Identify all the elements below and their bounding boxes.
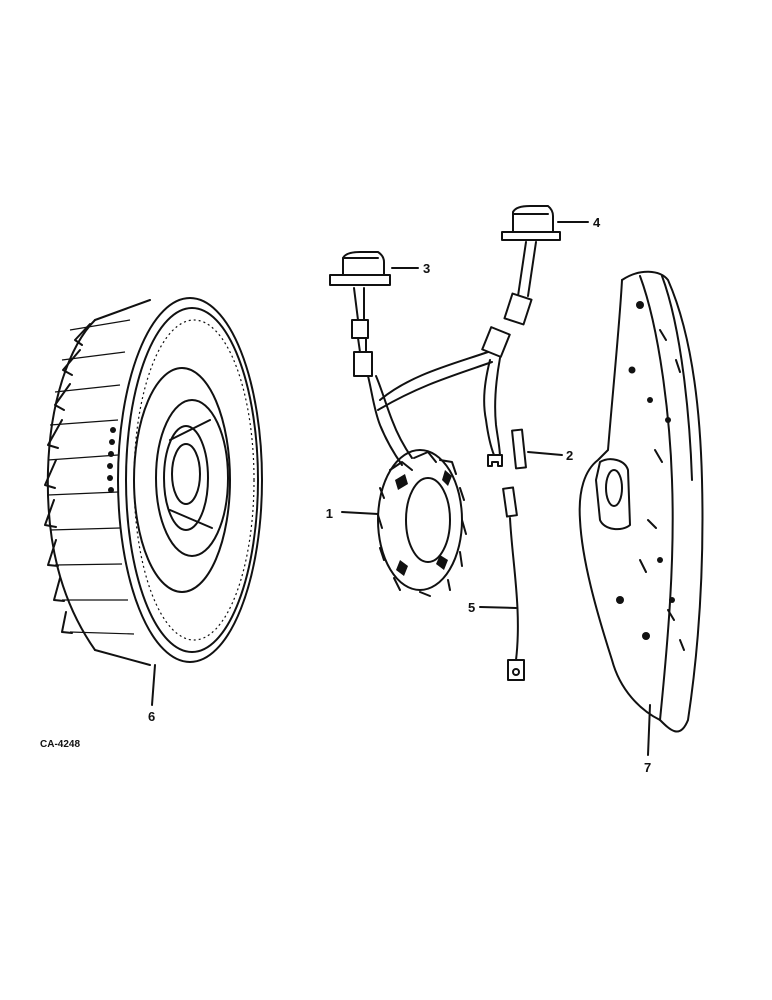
callout-1: 1	[326, 506, 333, 521]
callout-4: 4	[593, 215, 601, 230]
flywheel	[44, 297, 263, 706]
cover-plate-7	[578, 270, 704, 756]
module-3	[329, 251, 419, 377]
stator-1	[341, 449, 467, 597]
callout-5: 5	[468, 600, 475, 615]
drawing-code: CA-4248	[40, 739, 80, 750]
module-4	[481, 205, 589, 358]
callout-3: 3	[423, 261, 430, 276]
wiring-harness	[367, 351, 503, 467]
wire-lead-5	[479, 486, 525, 681]
sleeve-2	[511, 428, 563, 470]
callout-2: 2	[566, 448, 573, 463]
callout-6: 6	[148, 709, 155, 724]
callout-7: 7	[644, 760, 651, 775]
